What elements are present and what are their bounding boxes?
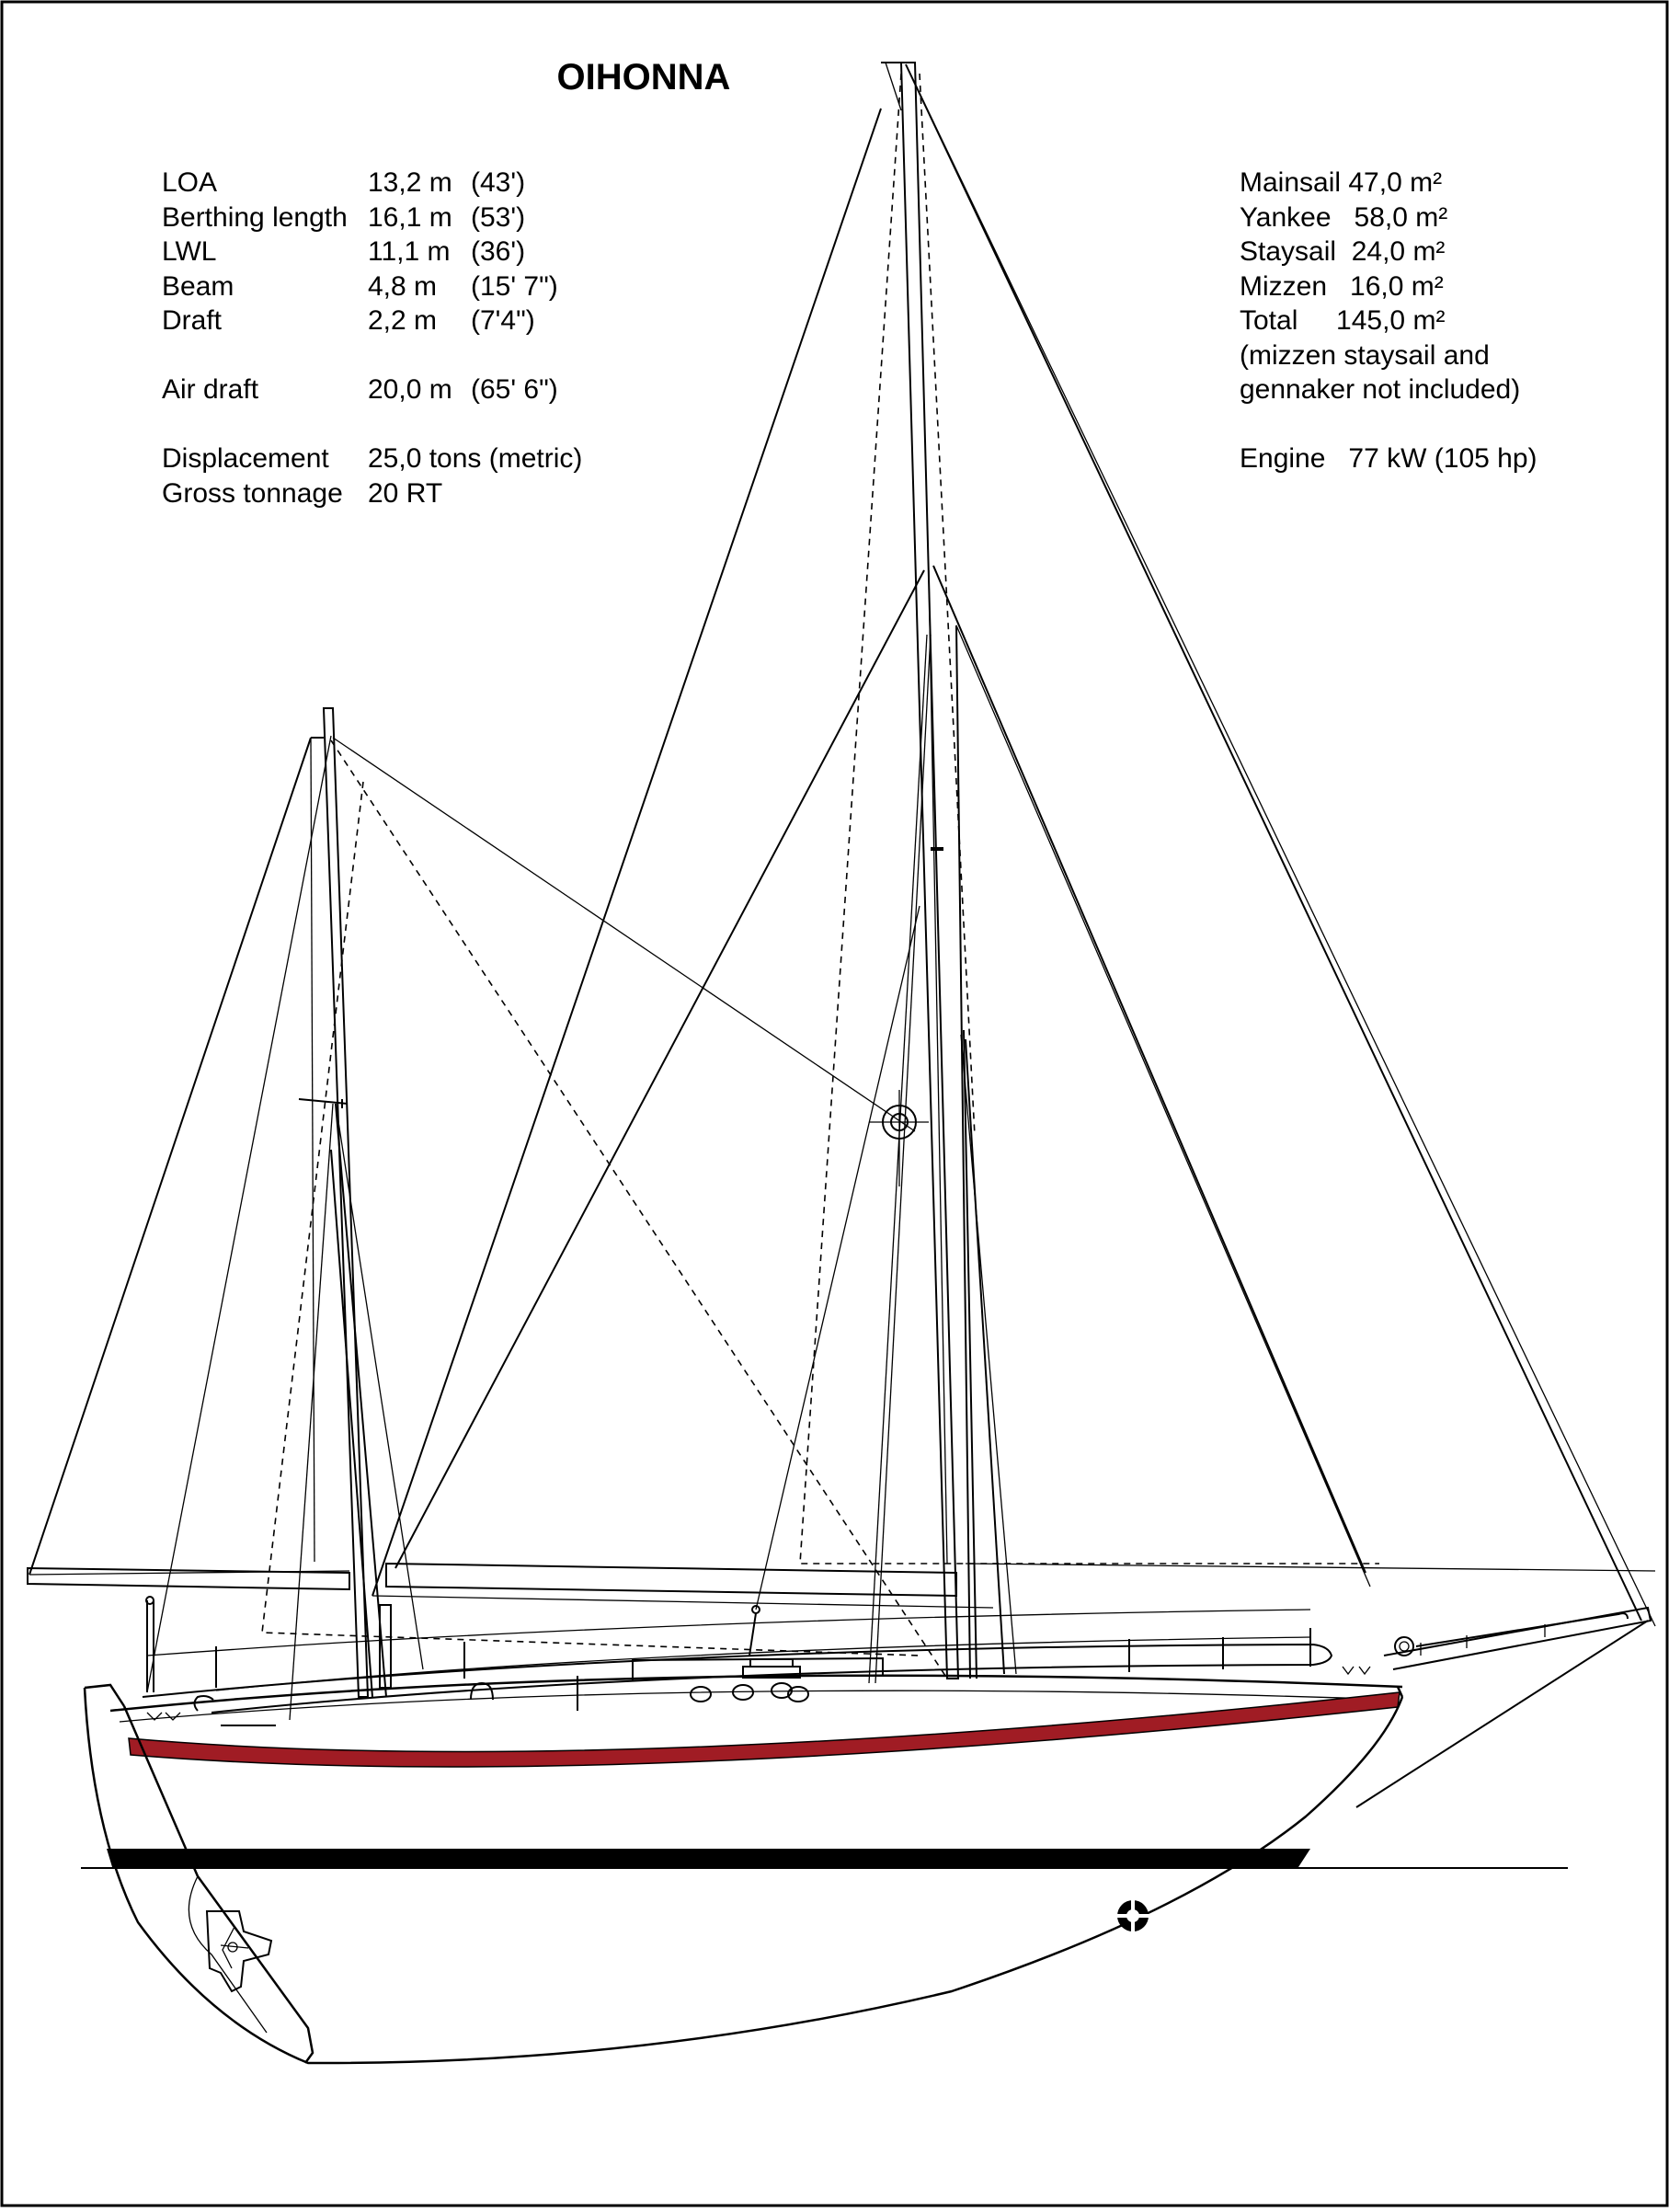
spec-metric: 13,2 m xyxy=(368,167,452,198)
propeller xyxy=(205,1910,273,1993)
yankee-luff xyxy=(372,108,882,1597)
spec-metric: 2,2 m xyxy=(368,305,438,336)
sheerline xyxy=(109,1674,1403,1713)
spec-label: Gross tonnage xyxy=(162,477,343,509)
spec-row: Air draft 20,0 m (65' 6") xyxy=(162,372,582,407)
rubrail xyxy=(119,1690,1399,1723)
deck-structures xyxy=(142,1596,1652,1808)
life-ring-icon xyxy=(1117,1900,1149,1931)
specs-right-table: Mainsail 47,0 m² Yankee 58,0 m² Staysail… xyxy=(1240,166,1538,476)
spec-row: Berthing length 16,1 m (53') xyxy=(162,201,582,235)
spacer xyxy=(1240,407,1538,442)
spec-metric: 4,8 m xyxy=(368,270,438,302)
sail-area-note: gennaker not included) xyxy=(1240,374,1521,405)
spec-label: Draft xyxy=(162,305,223,336)
boat-title: OIHONNA xyxy=(556,57,731,97)
spec-imperial: (36') xyxy=(471,236,526,267)
hull xyxy=(83,1674,1404,2065)
mizzen-rig xyxy=(27,707,948,1721)
spec-row: Draft 2,2 m (7'4") xyxy=(162,304,582,338)
yankee-leech-forestay xyxy=(905,63,1642,1622)
spec-row: LOA 13,2 m (43') xyxy=(162,166,582,201)
spacer xyxy=(162,407,582,442)
mainsail-leech xyxy=(394,569,925,1569)
engine-spec: Engine 77 kW (105 hp) xyxy=(1240,443,1538,474)
main-mast xyxy=(899,62,960,1679)
spec-label: LWL xyxy=(162,236,217,267)
spec-label: Berthing length xyxy=(162,201,348,233)
spec-label: Beam xyxy=(162,270,234,302)
sail-area-note: (mizzen staysail and xyxy=(1240,339,1490,371)
bulwark-rail xyxy=(142,1643,1333,1713)
spec-imperial: (43') xyxy=(471,167,526,198)
mizzen-boom xyxy=(27,1566,350,1591)
sail-area-mainsail: Mainsail 47,0 m² xyxy=(1240,167,1443,198)
spec-label: LOA xyxy=(162,167,218,198)
spec-metric: 20 RT xyxy=(368,477,443,509)
sail-area-staysail: Staysail 24,0 m² xyxy=(1240,236,1446,267)
waterline-stripe xyxy=(107,1849,1310,1867)
bowsprit xyxy=(1383,1606,1652,1670)
mizzen-staysail-outline xyxy=(330,739,948,1679)
spec-metric: 11,1 m xyxy=(368,236,451,267)
spec-row: Displacement 25,0 tons (metric) xyxy=(162,441,582,476)
bobstay xyxy=(1355,1620,1649,1808)
sail-area-mizzen: Mizzen 16,0 m² xyxy=(1240,270,1444,302)
transom xyxy=(84,1683,126,1707)
spec-metric: 20,0 m xyxy=(368,374,452,405)
spec-metric: 25,0 tons (metric) xyxy=(368,443,583,474)
porthole xyxy=(690,1686,712,1702)
rudder-edge xyxy=(122,1705,314,2064)
hull-profile xyxy=(83,1687,1404,2065)
spec-imperial: (53') xyxy=(471,201,526,233)
main-rig xyxy=(372,62,1656,1684)
spacer xyxy=(162,338,582,373)
spec-row: Gross tonnage 20 RT xyxy=(162,476,582,511)
gennaker-outline xyxy=(799,73,1379,1564)
sail-area-total: Total 145,0 m² xyxy=(1240,305,1446,336)
boot-stripe xyxy=(128,1691,1400,1768)
spec-metric: 16,1 m xyxy=(368,201,452,233)
spec-row: Beam 4,8 m (15' 7") xyxy=(162,269,582,304)
sail-area-yankee: Yankee 58,0 m² xyxy=(1240,201,1448,233)
spec-label: Displacement xyxy=(162,443,329,474)
spec-row: LWL 11,1 m (36') xyxy=(162,235,582,269)
spec-label: Air draft xyxy=(162,374,259,405)
main-boom xyxy=(385,1562,957,1598)
porthole xyxy=(732,1684,754,1701)
staysail-leech xyxy=(932,565,1366,1574)
porthole xyxy=(787,1686,809,1702)
spec-imperial: (7'4") xyxy=(471,305,535,336)
spec-imperial: (15' 7") xyxy=(471,270,558,302)
specs-left-table: LOA 13,2 m (43') Berthing length 16,1 m … xyxy=(162,166,582,510)
mizzen-leech xyxy=(29,737,312,1576)
porthole xyxy=(771,1682,793,1699)
spec-imperial: (65' 6") xyxy=(471,374,558,405)
